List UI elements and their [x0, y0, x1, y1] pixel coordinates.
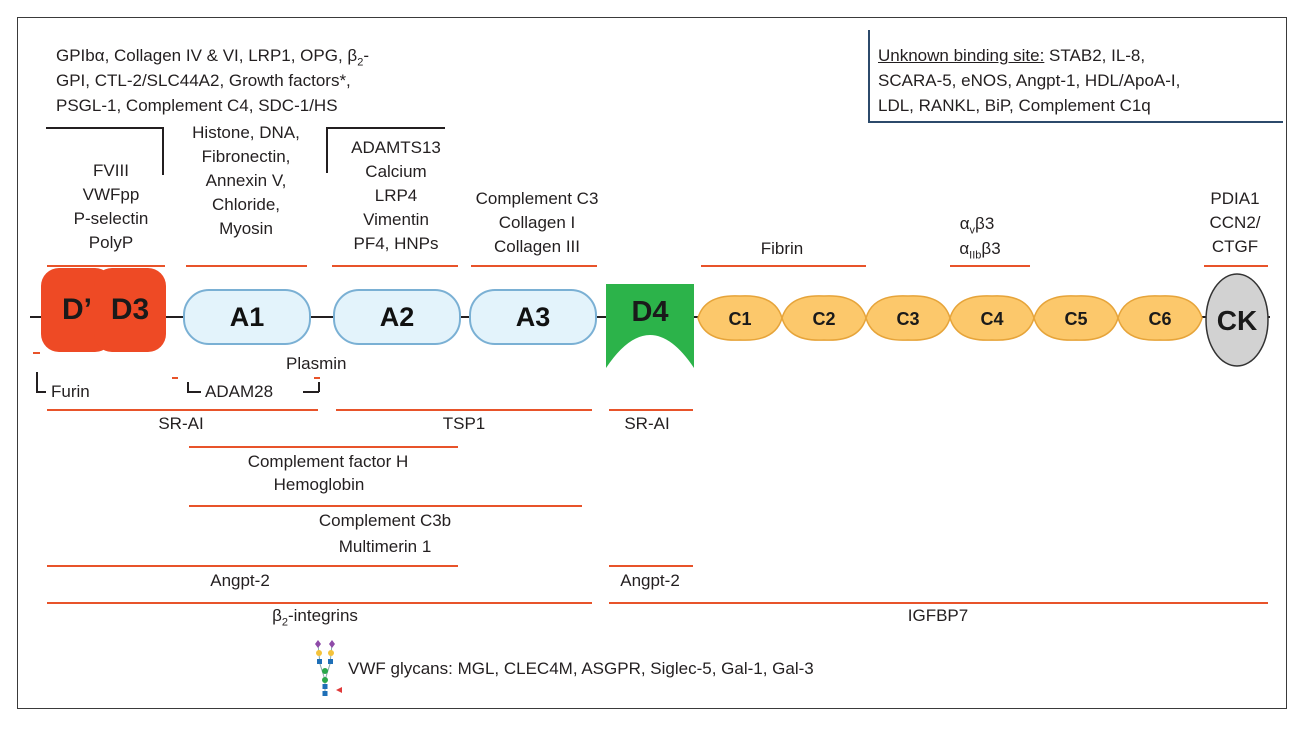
igfbp7-line: [609, 602, 1268, 604]
furin-site-marker: [33, 352, 40, 354]
srai-d4-line: [609, 409, 693, 411]
angpt2-left-label: Angpt-2: [210, 571, 270, 590]
plasmin-bracket-v: [318, 382, 320, 392]
domain-c6: C6: [1117, 295, 1203, 341]
a2-binding-line: [332, 265, 458, 267]
domain-c2: C2: [781, 295, 867, 341]
a1-partners: Histone, DNA,Fibronectin,Annexin V,Chlor…: [192, 123, 300, 238]
plasmin-site-marker: [314, 377, 320, 379]
domain-ck: CK: [1205, 273, 1269, 367]
svg-text:C3: C3: [896, 309, 919, 329]
unknown-line3: LDL, RANKL, BiP, Complement C1q: [878, 96, 1151, 115]
domain-a1: A1: [183, 289, 311, 345]
c3b-line: [189, 505, 582, 507]
tsp1-label: TSP1: [442, 414, 486, 433]
bracket-right-drop: [326, 127, 328, 173]
igfbp7-label: IGFBP7: [907, 606, 969, 625]
ck-binding-line: [1204, 265, 1268, 267]
glycan-icon: [315, 640, 342, 696]
domain-c1: C1: [697, 295, 783, 341]
bracket-top-right: [326, 127, 445, 129]
adam28-label: ADAM28: [205, 382, 274, 401]
tsp1-line: [336, 409, 592, 411]
plasmin-label: Plasmin: [286, 354, 347, 373]
furin-bracket-h: [36, 391, 46, 393]
multimerin-label: Multimerin 1: [338, 537, 432, 556]
unknown-line1: Unknown binding site: STAB2, IL-8,: [878, 46, 1146, 65]
hemoglobin-label: Hemoglobin: [273, 475, 365, 494]
angpt2-d4-line: [609, 565, 693, 567]
svg-text:C2: C2: [812, 309, 835, 329]
a1-binding-line: [186, 265, 307, 267]
domain-a3: A3: [469, 289, 597, 345]
cfh-label: Complement factor H: [247, 452, 409, 471]
unknown-line2: SCARA-5, eNOS, Angpt-1, HDL/ApoA-I,: [878, 71, 1181, 90]
angpt2-d4-label: Angpt-2: [620, 571, 680, 590]
unknown-title: Unknown binding site:: [878, 46, 1045, 65]
domain-d4-label: D4: [631, 296, 668, 328]
furin-bracket-v: [36, 372, 38, 392]
integrin-alpha-v-label: αvβ3: [959, 214, 995, 237]
furin-label: Furin: [51, 382, 90, 401]
domain-d3: D3: [94, 268, 166, 352]
plasmin-bracket-h: [303, 391, 319, 393]
svg-text:C1: C1: [728, 309, 751, 329]
d3-binding-line: [47, 265, 165, 267]
integrin-alpha-iib-label: αIIbβ3: [959, 239, 1001, 262]
svg-text:C6: C6: [1148, 309, 1171, 329]
domain-c5: C5: [1033, 295, 1119, 341]
b2-integrins-line: [47, 602, 592, 604]
srai-left-line: [47, 409, 318, 411]
adam28-bracket-h: [187, 391, 201, 393]
a3-binding-line: [471, 265, 597, 267]
adam28-bracket-v: [187, 382, 189, 392]
top-left-line2: GPI, CTL-2/SLC44A2, Growth factors*,: [56, 71, 351, 90]
srai-left-label: SR-AI: [158, 414, 204, 433]
cfh-line: [189, 446, 458, 448]
srai-d4-label: SR-AI: [624, 414, 670, 433]
figure-frame: [17, 17, 1287, 709]
bracket-top-left: [46, 127, 164, 129]
glycans-label: VWF glycans: MGL, CLEC4M, ASGPR, Siglec-…: [348, 659, 814, 678]
top-left-line3: PSGL-1, Complement C4, SDC-1/HS: [56, 96, 338, 115]
integrin-binding-line: [950, 265, 1030, 267]
top-left-line1: GPIbα, Collagen IV & VI, LRP1, OPG, β2-: [56, 46, 369, 69]
b2-integrins-label: β2-integrins: [272, 606, 358, 629]
domain-a2: A2: [333, 289, 461, 345]
fibrin-binding-line: [701, 265, 866, 267]
domain-c3: C3: [865, 295, 951, 341]
c-domains: C1 C2 C3 C4 C5 C6: [697, 295, 1203, 341]
fibrin-label: Fibrin: [760, 239, 804, 258]
adam28-site-marker: [172, 377, 178, 379]
domain-d4: D4: [606, 284, 694, 368]
svg-text:C5: C5: [1064, 309, 1087, 329]
svg-text:C4: C4: [980, 309, 1003, 329]
unknown-binding-box: [868, 30, 1283, 123]
bracket-left-drop: [162, 127, 164, 175]
angpt2-left-line: [47, 565, 458, 567]
domain-ck-label: CK: [1217, 305, 1257, 336]
domain-c4: C4: [949, 295, 1035, 341]
c3b-label: Complement C3b: [318, 511, 452, 530]
